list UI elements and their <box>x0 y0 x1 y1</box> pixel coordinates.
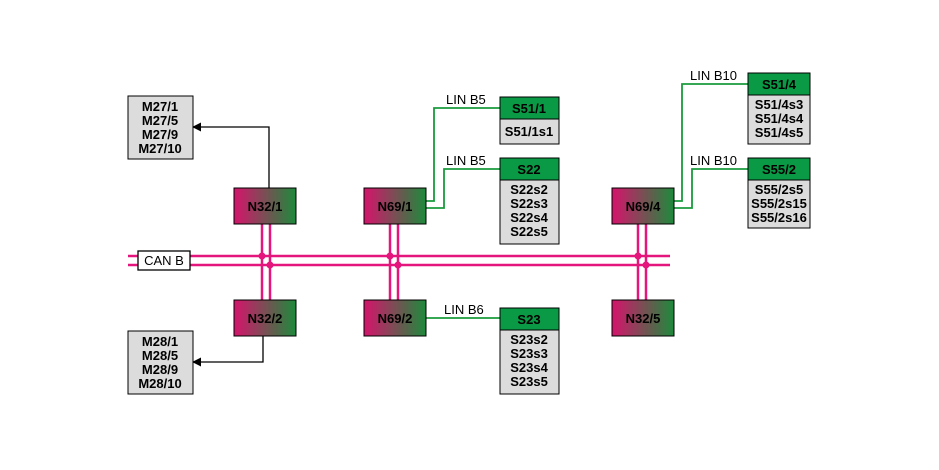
motor-item: M28/9 <box>142 362 178 377</box>
ecu-n69-2-label: N69/2 <box>378 311 413 326</box>
switch-item: S22s3 <box>510 196 548 211</box>
switch-item: S55/2s15 <box>751 196 807 211</box>
ecu-n69-1-label: N69/1 <box>378 199 413 214</box>
switch-item: S23s2 <box>510 332 548 347</box>
ecu-n69-4-label: N69/4 <box>626 199 661 214</box>
ecu-n32-1: N32/1 <box>233 187 297 225</box>
motors-upper-box: M27/1 M27/5 M27/9 M27/10 <box>127 95 194 160</box>
switch-item: S23s4 <box>510 360 548 375</box>
ecu-n32-5-label: N32/5 <box>626 311 661 326</box>
switch-item: S55/2s16 <box>751 210 807 225</box>
motor-item: M28/5 <box>142 348 178 363</box>
ecu-n32-5: N32/5 <box>611 299 675 337</box>
switch-item: S22s5 <box>510 224 548 239</box>
switch-item: S51/4s4 <box>755 111 804 126</box>
switch-title: S55/2 <box>762 162 796 177</box>
switch-item: S51/4s5 <box>755 125 803 140</box>
motor-item: M27/5 <box>142 113 178 128</box>
switch-item: S51/4s3 <box>755 97 803 112</box>
ecu-n69-1: N69/1 <box>363 187 427 225</box>
switch-item: S23s3 <box>510 346 548 361</box>
switch-s23: S23 S23s2 S23s3 S23s4 S23s5 <box>499 307 560 395</box>
can-b-label-box: CAN B <box>137 250 191 271</box>
motor-item: M28/1 <box>142 334 178 349</box>
switch-item: S55/2s5 <box>755 182 803 197</box>
ecu-n32-2-label: N32/2 <box>248 311 283 326</box>
switch-title: S51/1 <box>512 101 546 116</box>
ecu-n32-1-label: N32/1 <box>248 199 283 214</box>
switch-s22: S22 S22s2 S22s3 S22s4 S22s5 <box>499 157 560 245</box>
switch-item: S23s5 <box>510 374 548 389</box>
switch-title: S23 <box>517 312 540 327</box>
switch-s55-2: S55/2 S55/2s5 S55/2s15 S55/2s16 <box>747 157 811 229</box>
lin-b10-mid-label: LIN B10 <box>690 153 737 168</box>
motor-item: M27/9 <box>142 127 178 142</box>
lin-wires <box>426 83 748 319</box>
lin-b5-mid-label: LIN B5 <box>446 153 486 168</box>
lin-b10-top-label: LIN B10 <box>690 68 737 83</box>
motor-item: M27/10 <box>138 141 181 156</box>
switch-title: S22 <box>517 162 540 177</box>
ecu-n69-4: N69/4 <box>611 187 675 225</box>
switch-item: S51/1s1 <box>505 124 553 139</box>
ecu-n32-2: N32/2 <box>233 299 297 337</box>
switch-s51-4: S51/4 S51/4s3 S51/4s4 S51/4s5 <box>747 72 811 145</box>
can-b-label: CAN B <box>144 253 184 268</box>
motor-wires <box>192 122 270 367</box>
bus-junction-dots <box>258 252 650 269</box>
motor-item: M27/1 <box>142 99 178 114</box>
lin-b6-label: LIN B6 <box>444 302 484 317</box>
motors-lower-box: M28/1 M28/5 M28/9 M28/10 <box>127 330 194 395</box>
switch-item: S22s2 <box>510 182 548 197</box>
lin-b5-top-label: LIN B5 <box>446 92 486 107</box>
switch-s51-1: S51/1 S51/1s1 <box>499 96 560 145</box>
ecu-n69-2: N69/2 <box>363 299 427 337</box>
switch-item: S22s4 <box>510 210 548 225</box>
switch-title: S51/4 <box>762 77 797 92</box>
motor-item: M28/10 <box>138 376 181 391</box>
